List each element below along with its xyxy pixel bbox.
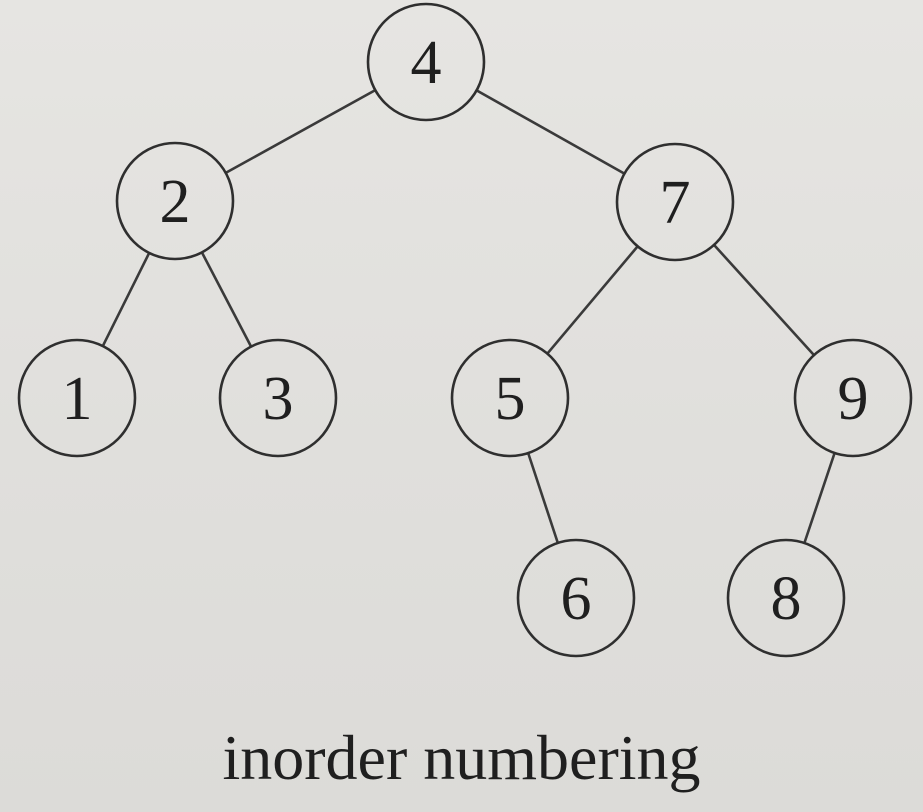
tree-node: 2 bbox=[115, 141, 235, 261]
tree-edge bbox=[546, 245, 639, 355]
tree-node-label: 9 bbox=[838, 365, 869, 433]
tree-edge bbox=[101, 252, 151, 347]
tree-node: 1 bbox=[17, 338, 137, 458]
tree-node-circle bbox=[218, 338, 338, 458]
tree-edge bbox=[713, 244, 815, 356]
tree-node-label: 3 bbox=[263, 365, 294, 433]
tree-node: 3 bbox=[218, 338, 338, 458]
tree-node-circle bbox=[516, 538, 636, 658]
tree-node-circle bbox=[17, 338, 137, 458]
diagram-caption: inorder numbering bbox=[222, 722, 701, 793]
tree-node: 6 bbox=[516, 538, 636, 658]
tree-node: 9 bbox=[793, 338, 913, 458]
tree-node: 4 bbox=[366, 2, 486, 122]
tree-node-label: 7 bbox=[660, 169, 691, 237]
tree-node-label: 5 bbox=[495, 365, 526, 433]
tree-node-label: 4 bbox=[411, 29, 442, 97]
binary-tree-diagram: 4 2 7 1 3 5 9 6 8 bbox=[17, 2, 913, 658]
tree-node-label: 8 bbox=[771, 565, 802, 633]
tree-edge bbox=[526, 452, 560, 544]
tree-node-circle bbox=[726, 538, 846, 658]
tree-edge bbox=[475, 89, 626, 175]
tree-node-label: 1 bbox=[62, 365, 93, 433]
tree-edge bbox=[803, 452, 836, 544]
tree-nodes: 4 2 7 1 3 5 9 6 8 bbox=[17, 2, 913, 658]
tree-node-label: 6 bbox=[561, 565, 592, 633]
tree-node-circle bbox=[793, 338, 913, 458]
tree-node-circle bbox=[366, 2, 486, 122]
tree-edge bbox=[225, 88, 376, 175]
tree-node: 8 bbox=[726, 538, 846, 658]
tree-node-circle bbox=[615, 142, 735, 262]
tree-edges bbox=[101, 88, 836, 544]
tree-edge bbox=[200, 251, 253, 348]
tree-node-circle bbox=[115, 141, 235, 261]
tree-node: 7 bbox=[615, 142, 735, 262]
tree-node-label: 2 bbox=[160, 168, 191, 236]
tree-node-circle bbox=[450, 338, 570, 458]
tree-node: 5 bbox=[450, 338, 570, 458]
